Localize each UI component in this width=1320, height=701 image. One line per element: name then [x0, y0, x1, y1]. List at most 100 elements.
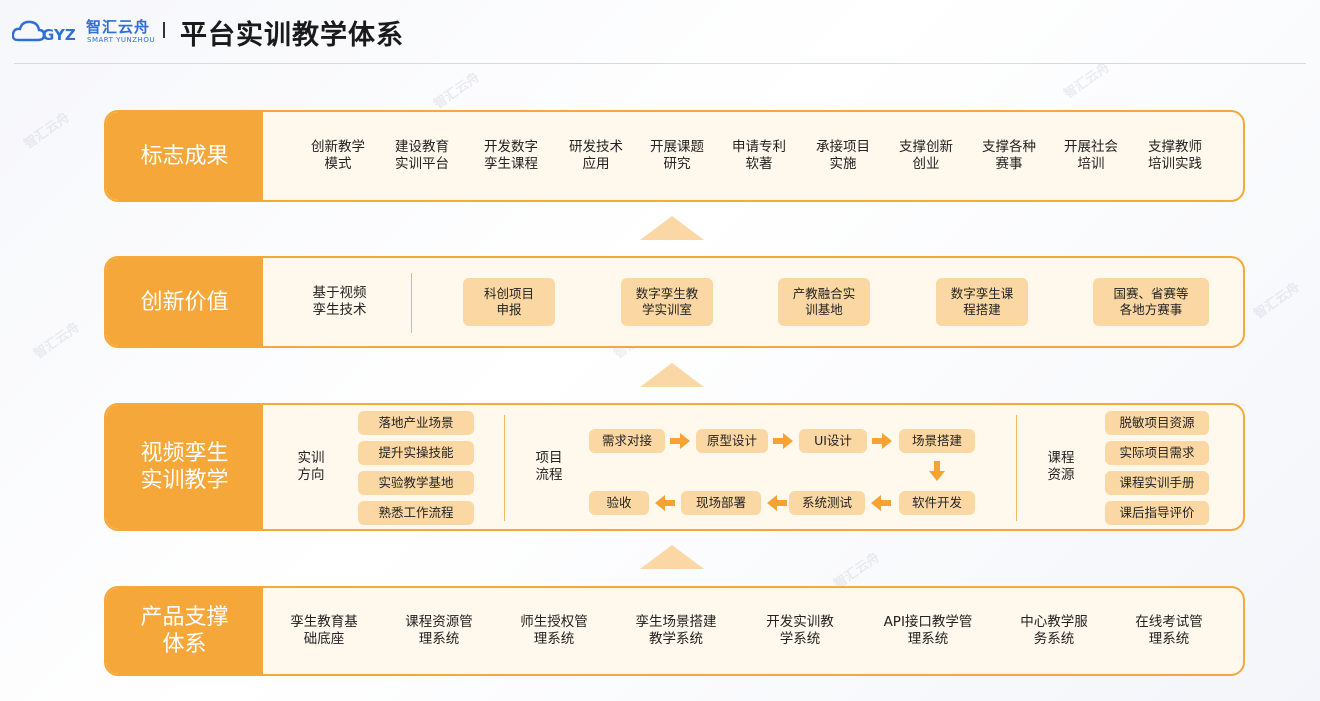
achievement-item-line: 支撑教师 [1148, 139, 1202, 155]
row-label-innovation: 创新价值 [106, 258, 263, 346]
row-label-line: 体系 [162, 632, 207, 657]
row-label-line: 视频孪生 [140, 441, 229, 466]
divider [411, 273, 412, 333]
achievement-item: 开发数字孪生课程 [466, 112, 556, 200]
achievement-item: 创新教学模式 [293, 112, 383, 200]
achievement-item-line: 创新教学 [311, 139, 365, 155]
up-arrow-icon [640, 363, 704, 387]
achievement-item-line: 创业 [912, 156, 940, 172]
product-item-line: 理系统 [907, 631, 949, 647]
product-item: API接口教学管理系统 [873, 588, 983, 674]
innovation-chip: 数字孪生教学实训室 [621, 278, 713, 326]
product-item-line: 教学系统 [649, 631, 703, 647]
direction-chip: 提升实操技能 [358, 441, 474, 465]
achievement-item: 支撑教师培训实践 [1130, 112, 1220, 200]
product-item-line: 础底座 [303, 631, 345, 647]
achievement-item-line: 实施 [829, 156, 857, 172]
product-item: 开发实训教学系统 [745, 588, 855, 674]
innovation-chip: 数字孪生课程搭建 [936, 278, 1028, 326]
innovation-chip-line: 程搭建 [963, 302, 1001, 317]
resource-title: 课程 资源 [1036, 450, 1086, 484]
arrow-right-icon [670, 433, 690, 449]
product-item: 师生授权管理系统 [499, 588, 609, 674]
achievement-item-line: 赛事 [995, 156, 1023, 172]
product-item-line: 在线考试管 [1135, 614, 1203, 630]
innovation-chip-line: 数字孪生教 [635, 286, 699, 301]
achievement-item-line: 支撑创新 [899, 139, 953, 155]
row-innovation: 创新价值 基于视频 孪生技术 科创项目申报 数字孪生教学实训室 产教融合实训基地 数字… [104, 256, 1245, 348]
achievement-item: 开展课题研究 [632, 112, 722, 200]
achievement-item-line: 应用 [582, 156, 610, 172]
logo-mark-text: GYZ [42, 26, 76, 44]
watermark: 智汇云舟 [31, 320, 83, 363]
row-label-text: 标志成果 [140, 143, 229, 169]
innovation-chip: 产教融合实训基地 [778, 278, 870, 326]
arrow-right-icon [773, 433, 793, 449]
product-item-line: 开发实训教 [766, 614, 834, 630]
product-item-line: 师生授权管 [520, 614, 588, 630]
innovation-chip-line: 数字孪生课 [950, 286, 1014, 301]
achievement-item-line: 孪生课程 [484, 156, 538, 172]
process-title-line: 项目 [535, 450, 563, 466]
achievement-item-line: 开展课题 [650, 139, 704, 155]
innovation-lead-line: 孪生技术 [312, 302, 367, 318]
innovation-lead: 基于视频 孪生技术 [292, 258, 387, 346]
achievement-item: 承接项目实施 [798, 112, 888, 200]
achievement-item-line: 研发技术 [569, 139, 623, 155]
achievement-item: 研发技术应用 [551, 112, 641, 200]
resource-chip: 课后指导评价 [1105, 501, 1209, 525]
logo-cn: 智汇云舟 [86, 18, 151, 36]
resource-title-line: 课程 [1047, 450, 1075, 466]
row-training: 视频孪生 实训教学 实训 方向 落地产业场景提升实操技能实验教学基地熟悉工作流程… [104, 403, 1245, 531]
divider [1016, 415, 1017, 521]
product-item-line: 理系统 [1148, 631, 1190, 647]
arrow-left-icon [655, 495, 675, 511]
process-title: 项目 流程 [524, 450, 574, 484]
direction-title: 实训 方向 [286, 450, 336, 484]
achievement-item-line: 开展社会 [1064, 139, 1118, 155]
process-step: 原型设计 [696, 429, 768, 453]
achievement-item-line: 开发数字 [484, 139, 538, 155]
direction-title-line: 方向 [297, 467, 325, 483]
achievement-item: 支撑创新创业 [881, 112, 971, 200]
process-step: 软件开发 [899, 491, 975, 515]
page-title: 平台实训教学体系 [180, 20, 404, 51]
process-step: 系统测试 [789, 491, 865, 515]
arrow-right-icon [872, 433, 892, 449]
innovation-chip-line: 申报 [496, 302, 522, 317]
innovation-lead-line: 基于视频 [312, 285, 367, 301]
achievement-item: 开展社会培训 [1046, 112, 1136, 200]
process-step: 验收 [589, 491, 649, 515]
resource-title-line: 资源 [1047, 467, 1075, 483]
watermark: 智汇云舟 [1251, 280, 1303, 323]
innovation-chip-line: 训基地 [805, 302, 843, 317]
row-label-training: 视频孪生 实训教学 [106, 405, 263, 529]
direction-chip: 熟悉工作流程 [358, 501, 474, 525]
achievement-item-line: 支撑各种 [982, 139, 1036, 155]
product-item: 孪生教育基础底座 [269, 588, 379, 674]
innovation-chip-line: 各地方赛事 [1119, 302, 1183, 317]
product-item-line: 中心教学服 [1020, 614, 1088, 630]
row-label-line: 产品支撑 [140, 605, 229, 630]
row-products: 产品支撑 体系 孪生教育基础底座课程资源管理系统师生授权管理系统孪生场景搭建教学… [104, 586, 1245, 676]
arrow-left-icon [871, 495, 891, 511]
brand-logo: GYZ 智汇云舟 SMART YUNZHOU [12, 14, 154, 50]
achievement-item-line: 软著 [745, 156, 773, 172]
watermark: 智汇云舟 [431, 70, 483, 113]
achievement-item: 支撑各种赛事 [964, 112, 1054, 200]
achievement-item-line: 研究 [663, 156, 691, 172]
product-item-line: 理系统 [533, 631, 575, 647]
product-item-line: 学系统 [779, 631, 821, 647]
innovation-chip-line: 学实训室 [641, 302, 692, 317]
process-step: 现场部署 [681, 491, 761, 515]
direction-chip: 实验教学基地 [358, 471, 474, 495]
arrow-down-icon [929, 461, 945, 481]
achievement-item-line: 模式 [324, 156, 352, 172]
product-item: 课程资源管理系统 [384, 588, 494, 674]
product-item-line: 孪生场景搭建 [635, 614, 717, 630]
direction-title-line: 实训 [297, 450, 325, 466]
achievement-item-line: 培训 [1077, 156, 1105, 172]
row-label-text: 创新价值 [140, 289, 229, 315]
innovation-chip: 科创项目申报 [463, 278, 555, 326]
innovation-chip: 国赛、省赛等各地方赛事 [1093, 278, 1209, 326]
